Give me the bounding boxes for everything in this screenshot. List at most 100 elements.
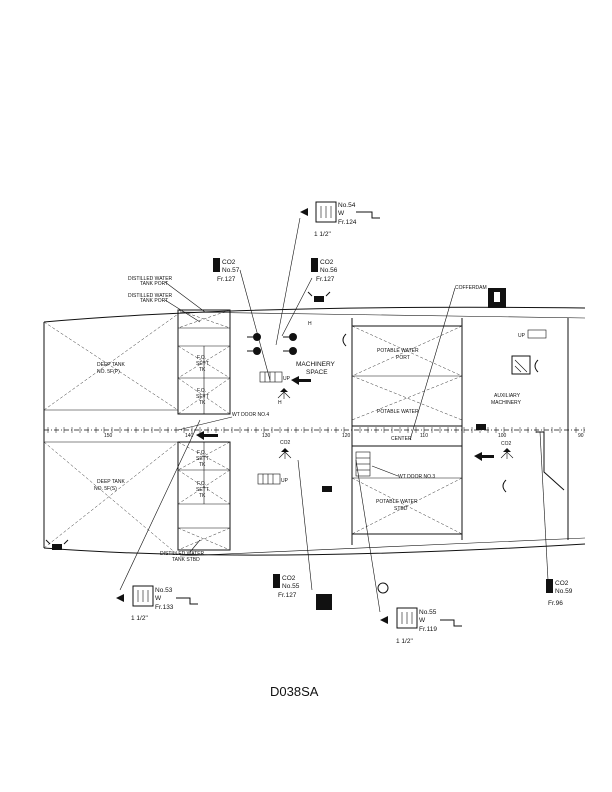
co2-station-57: CO2 No.57 Fr.127 — [213, 258, 271, 381]
distilled-port-2-l2: TANK PORT — [140, 298, 168, 304]
fo-sett-4-l3: TK — [199, 493, 206, 499]
deep-tank-port: DEEP TANK NO. 5F(P) — [43, 313, 179, 411]
up-label-2: UP — [281, 478, 289, 484]
fire-pump-box-icon — [316, 594, 332, 610]
stairway-icon: UP UP — [257, 371, 371, 485]
telephone-icon — [342, 333, 539, 493]
fo-sett-3-l3: TK — [199, 462, 206, 468]
valve-icon — [116, 594, 124, 602]
drawing-number: D038SA — [270, 684, 319, 699]
co2-55-fr: Fr.127 — [278, 592, 297, 599]
cofferdam-hand-icon — [494, 292, 500, 302]
hose-station-55: No.55 W Fr.119 1 1/2" — [355, 459, 462, 645]
co2-59-co2: CO2 — [555, 580, 569, 587]
fo-sett-3-l1: F.O. — [197, 450, 206, 456]
aux-machinery-l1: AUXILIARY — [494, 393, 521, 399]
co2-55-no: No.55 — [282, 583, 300, 590]
potable-port-l1: POTABLE WATER — [377, 348, 419, 354]
distilled-port-2-l1: DISTILLED WATER — [128, 293, 173, 299]
cofferdam-label: COFFERDAM — [455, 285, 487, 291]
valve-icon — [380, 616, 388, 624]
h-mark-2: H — [278, 400, 282, 406]
escape-arrow-icon — [196, 376, 494, 461]
distilled-port-1-l1: DISTILLED WATER — [128, 276, 173, 282]
hose-station-53: No.53 W Fr.133 1 1/2" — [116, 419, 201, 622]
frame-90: 90 — [578, 433, 584, 439]
distilled-stbd-l1: DISTILLED WATER — [160, 551, 205, 557]
hose-55-w: W — [419, 617, 426, 624]
potable-stbd-l2: STBD — [394, 506, 408, 512]
hose-53-size: 1 1/2" — [131, 615, 148, 622]
auxiliary-machinery: AUXILIARY MACHINERY COFFERDAM UP — [409, 285, 569, 540]
co2-station-59: CO2 No.59 Fr.96 — [539, 431, 573, 607]
co2-57-no: No.57 — [222, 267, 240, 274]
fire-hose-icon — [356, 211, 380, 219]
hose-54-size: 1 1/2" — [314, 231, 331, 238]
fo-sett-2-l1: F.O. — [197, 388, 206, 394]
co2-inner-1: CO2 — [280, 440, 291, 446]
aux-machinery-l2: MACHINERY — [491, 400, 522, 406]
distilled-port-1-l2: TANK PORT — [140, 281, 168, 287]
frame-150: 150 — [104, 433, 113, 439]
frame-110: 110 — [420, 433, 428, 439]
deep-tank-port-label-1: DEEP TANK — [97, 362, 125, 368]
gauge-icon — [377, 582, 389, 594]
fo-sett-2-l3: TK — [199, 400, 206, 406]
fo-sett-1-l3: TK — [199, 367, 206, 373]
hose-53-w: W — [155, 595, 162, 602]
deep-tank-port-label-2: NO. 5F(P) — [97, 369, 120, 375]
up-label-1: UP — [283, 376, 291, 382]
hose-55-size: 1 1/2" — [396, 638, 413, 645]
hose-55-no: No.55 — [419, 609, 437, 616]
hose-55-fr: Fr.119 — [419, 626, 437, 633]
h-mark: H — [308, 321, 312, 327]
co2-extinguisher-icon — [213, 258, 220, 272]
potable-water-label: POTABLE WATER — [377, 409, 419, 415]
center-label: CENTER — [391, 436, 412, 442]
deep-tank-stbd: DEEP TANK NO. 5F(S) — [43, 441, 179, 556]
sprinkler-icon — [277, 388, 514, 459]
hose-54-w: W — [338, 210, 345, 217]
fire-hose-icon — [176, 597, 198, 605]
co2-56-co2: CO2 — [320, 259, 334, 266]
co2-57-co2: CO2 — [222, 259, 236, 266]
fire-hose-icon — [440, 619, 462, 627]
fire-pump-icon — [247, 333, 297, 355]
distilled-water-labels: DISTILLED WATER TANK PORT DISTILLED WATE… — [128, 276, 206, 563]
co2-55-co2: CO2 — [282, 575, 296, 582]
co2-57-fr: Fr.127 — [217, 276, 236, 283]
fo-sett-3-l2: SETT — [196, 456, 209, 462]
co2-station-55: CO2 No.55 Fr.127 — [273, 459, 313, 599]
potable-stbd-l1: POTABLE WATER — [376, 499, 418, 505]
machinery-space-l1: MACHINERY — [296, 361, 336, 368]
co2-59-no: No.59 — [555, 588, 573, 595]
fo-sett-2-l2: SETT — [196, 394, 209, 400]
co2-extinguisher-icon — [311, 258, 318, 272]
hose-54-no: No.54 — [338, 202, 356, 209]
deep-tank-stbd-label-2: NO. 5F(S) — [94, 486, 117, 492]
valve-icon — [300, 208, 308, 216]
hose-53-no: No.53 — [155, 587, 173, 594]
wt-door-4-label: WT DOOR NO.4 — [232, 412, 269, 418]
frame-numbers: 150 140 130 120 110 100 90 — [104, 433, 584, 439]
co2-59-fr: Fr.96 — [548, 600, 563, 607]
co2-56-fr: Fr.127 — [316, 276, 335, 283]
co2-56-no: No.56 — [320, 267, 338, 274]
frame-100: 100 — [498, 433, 507, 439]
co2-inner-2: CO2 — [501, 441, 512, 447]
frame-130: 130 — [262, 433, 271, 439]
distilled-stbd-l2: TANK STBD — [172, 557, 200, 563]
co2-extinguisher-icon — [273, 574, 280, 588]
fo-sett-1-l2: SETT — [196, 361, 209, 367]
fo-settling-tanks: F.O. SETT TK F.O. SETT TK F.O. SETT TK F… — [177, 309, 231, 551]
fo-sett-4-l2: SETT — [196, 487, 209, 493]
machinery-space-l2: SPACE — [306, 369, 328, 376]
hose-station-54: No.54 W Fr.124 1 1/2" — [275, 201, 380, 346]
frame-140: 140 — [185, 433, 194, 439]
co2-extinguisher-icon — [546, 579, 553, 593]
hose-53-fr: Fr.133 — [155, 604, 174, 611]
up-label-3: UP — [518, 333, 526, 339]
wt-door-3-label: WT DOOR NO.3 — [398, 474, 435, 480]
fo-sett-4-l1: F.O. — [197, 481, 206, 487]
